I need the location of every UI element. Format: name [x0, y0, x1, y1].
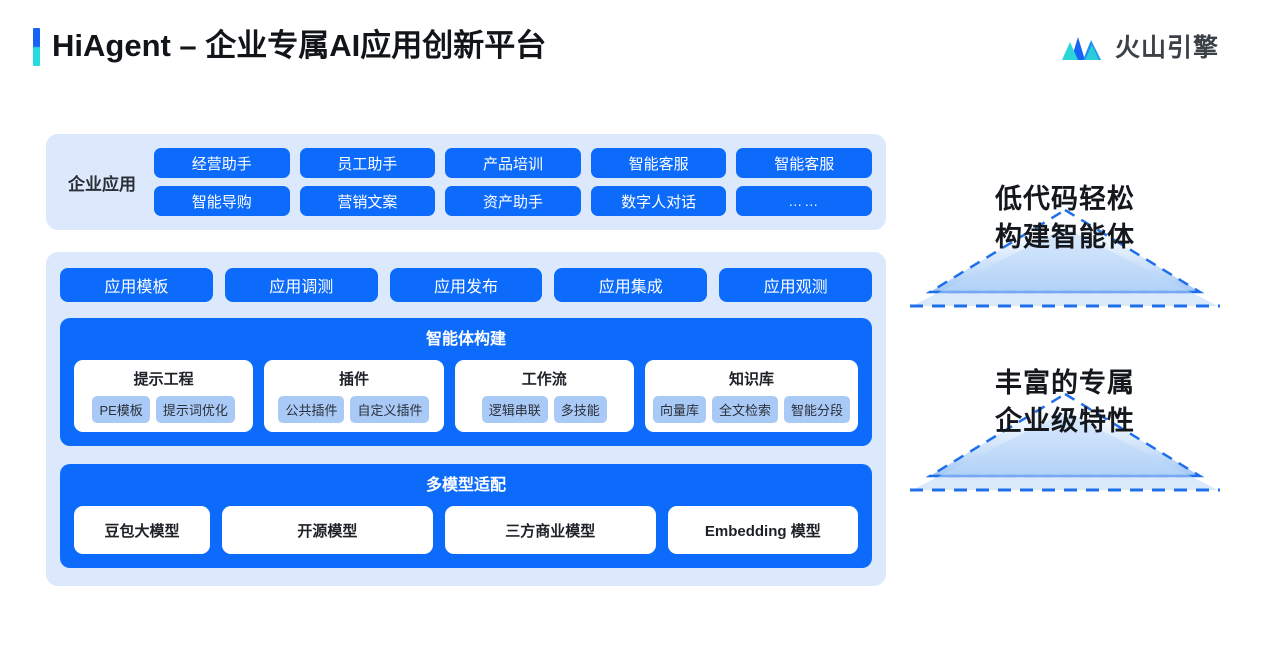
lifecycle-row: 应用模板 应用调测 应用发布 应用集成 应用观测: [60, 268, 872, 302]
title-group: HiAgent – 企业专属AI应用创新平台: [33, 26, 546, 66]
app-button-shuzirenduihua[interactable]: 数字人对话: [590, 186, 727, 216]
callout-line-2: 企业级特性: [995, 406, 1135, 436]
callout-line-2: 构建智能体: [995, 222, 1135, 252]
callout-text: 丰富的专属 企业级特性: [900, 364, 1230, 440]
card-title: 插件: [338, 371, 369, 388]
callout-line-1: 低代码轻松: [995, 184, 1135, 214]
app-button-chanpinpeixun[interactable]: 产品培训: [445, 148, 581, 178]
dashed-triangle-icon: [910, 208, 1220, 308]
architecture-diagram: 企业应用 经营助手 员工助手 产品培训 智能客服 智能客服 智能导购 营销文案 …: [46, 134, 886, 586]
tag-multi-skill[interactable]: 多技能: [553, 396, 607, 423]
card-title: 知识库: [728, 371, 774, 388]
agent-build-cards: 提示工程 PE模板 提示词优化 插件 公共插件 自定义插件 工作流: [74, 360, 858, 432]
tag-pe-template[interactable]: PE模板: [92, 396, 150, 423]
tag-prompt-optimization[interactable]: 提示词优化: [155, 396, 235, 423]
agent-build-title: 智能体构建: [425, 331, 506, 348]
lifecycle-button-yingyongfabu[interactable]: 应用发布: [389, 268, 543, 302]
card-workflow[interactable]: 工作流 逻辑串联 多技能: [454, 360, 634, 432]
volcano-mountain-icon: [1061, 37, 1101, 60]
agent-build-block: 智能体构建 提示工程 PE模板 提示词优化 插件 公共插件 自定义插件: [60, 318, 872, 446]
card-title: 工作流: [521, 371, 567, 388]
tag-logic-chaining[interactable]: 逻辑串联: [481, 396, 548, 423]
model-card-thirdparty[interactable]: 三方商业模型: [444, 506, 656, 554]
card-tags: 公共插件 自定义插件: [272, 396, 435, 423]
lifecycle-button-yingyongmuban[interactable]: 应用模板: [60, 268, 213, 302]
brand-logo-group: 火山引擎: [1061, 28, 1219, 64]
feature-callouts: 低代码轻松 构建智能体 丰富的专属 企业级特性: [900, 180, 1240, 548]
tag-fulltext-search[interactable]: 全文检索: [711, 396, 778, 423]
app-button-zhinengkefu-2[interactable]: 智能客服: [736, 148, 872, 178]
model-cards-row: 豆包大模型 开源模型 三方商业模型 Embedding 模型: [74, 506, 858, 554]
lifecycle-button-yingyongjicheng[interactable]: 应用集成: [554, 268, 708, 302]
app-button-more[interactable]: ……: [736, 186, 872, 216]
app-button-jingyingzhushou[interactable]: 经营助手: [154, 148, 290, 178]
callout-enterprise-features: 丰富的专属 企业级特性: [900, 364, 1230, 496]
card-plugin[interactable]: 插件 公共插件 自定义插件: [264, 360, 444, 432]
model-card-doubao[interactable]: 豆包大模型: [74, 506, 210, 554]
enterprise-apps-panel: 企业应用 经营助手 员工助手 产品培训 智能客服 智能客服 智能导购 营销文案 …: [46, 134, 886, 230]
model-card-opensource[interactable]: 开源模型: [222, 506, 433, 554]
app-button-zichanzhushou[interactable]: 资产助手: [445, 186, 581, 216]
lifecycle-button-yingyongdiaoce[interactable]: 应用调测: [224, 268, 378, 302]
app-button-zhinengdaogou[interactable]: 智能导购: [154, 186, 290, 216]
tag-smart-chunking[interactable]: 智能分段: [783, 396, 850, 423]
app-button-zhinengkefu-1[interactable]: 智能客服: [590, 148, 727, 178]
tag-vector-store[interactable]: 向量库: [652, 396, 706, 423]
callout-text: 低代码轻松 构建智能体: [900, 180, 1230, 256]
page-title: HiAgent – 企业专属AI应用创新平台: [52, 28, 547, 63]
card-title: 提示工程: [133, 371, 194, 388]
callout-line-1: 丰富的专属: [995, 368, 1135, 398]
model-adaptation-block: 多模型适配 豆包大模型 开源模型 三方商业模型 Embedding 模型: [60, 464, 872, 568]
app-button-yuangongzhushou[interactable]: 员工助手: [299, 148, 436, 178]
platform-panel: 应用模板 应用调测 应用发布 应用集成 应用观测 智能体构建 提示工程 PE模板…: [46, 252, 886, 586]
app-button-yingxiaowenan[interactable]: 营销文案: [299, 186, 436, 216]
page-header: HiAgent – 企业专属AI应用创新平台 火山引擎: [0, 0, 1267, 100]
tag-custom-plugin[interactable]: 自定义插件: [350, 396, 430, 423]
dashed-triangle-icon: [910, 392, 1220, 492]
enterprise-apps-label: 企业应用: [68, 174, 136, 194]
card-tags: PE模板 提示词优化: [82, 396, 245, 423]
title-accent-bar: [33, 28, 40, 66]
model-card-embedding[interactable]: Embedding 模型: [667, 506, 858, 554]
panel-spacer: [46, 230, 886, 252]
card-knowledge-base[interactable]: 知识库 向量库 全文检索 智能分段: [644, 360, 858, 432]
enterprise-apps-grid: 经营助手 员工助手 产品培训 智能客服 智能客服 智能导购 营销文案 资产助手 …: [154, 148, 872, 216]
card-tags: 向量库 全文检索 智能分段: [652, 396, 850, 423]
brand-name: 火山引擎: [1114, 34, 1219, 62]
callout-low-code: 低代码轻松 构建智能体: [900, 180, 1230, 312]
model-adaptation-title: 多模型适配: [425, 477, 506, 494]
lifecycle-button-yingyongguance[interactable]: 应用观测: [719, 268, 872, 302]
card-tags: 逻辑串联 多技能: [463, 396, 626, 423]
card-prompt-engineering[interactable]: 提示工程 PE模板 提示词优化: [74, 360, 254, 432]
tag-public-plugin[interactable]: 公共插件: [278, 396, 345, 423]
